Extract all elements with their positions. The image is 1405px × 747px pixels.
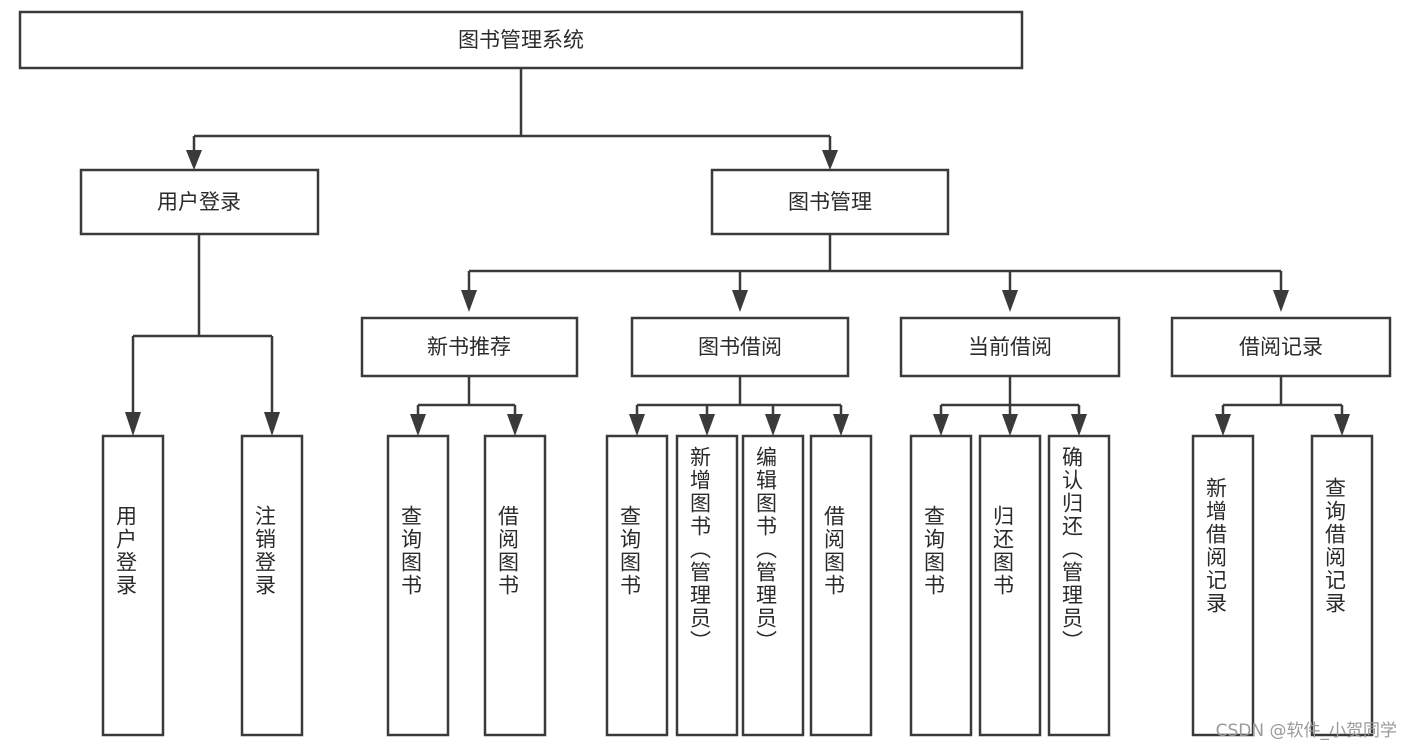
leaf-box-query-borrow-record[interactable] — [1310, 434, 1374, 737]
connectors-currentborrow-to-leaves — [933, 376, 1087, 436]
leaf-box-edit-book-admin[interactable] — [741, 434, 805, 737]
connectors-userlogin-to-leaves — [125, 234, 280, 436]
leaf-box-query-book-borrow[interactable] — [605, 434, 669, 737]
watermark-text: CSDN @软件_小贺同学 — [1215, 721, 1397, 741]
leaf-box-user-login[interactable] — [101, 434, 165, 737]
leaf-box-logout[interactable] — [240, 434, 304, 737]
node-current-borrow-label: 当前借阅 — [968, 335, 1052, 359]
leaf-box-borrow-book-recommend[interactable] — [483, 434, 547, 737]
leaf-box-confirm-return-admin[interactable] — [1047, 434, 1111, 737]
connectors-newbook-to-leaves — [410, 376, 523, 436]
leaf-box-add-book-admin[interactable] — [675, 434, 739, 737]
node-current-borrow[interactable]: 当前借阅 — [899, 316, 1121, 378]
node-root[interactable]: 图书管理系统 — [18, 10, 1024, 70]
leaf-box-add-borrow-record[interactable] — [1191, 434, 1255, 737]
node-user-login-label: 用户登录 — [157, 190, 241, 214]
leaf-box-query-book-recommend[interactable] — [386, 434, 450, 737]
node-user-login[interactable]: 用户登录 — [79, 168, 320, 236]
leaf-box-borrow-book[interactable] — [809, 434, 873, 737]
leaf-box-query-book-current[interactable] — [909, 434, 973, 737]
node-borrow-record[interactable]: 借阅记录 — [1170, 316, 1392, 378]
node-borrow-record-label: 借阅记录 — [1239, 335, 1323, 359]
connectors-root-to-level2 — [186, 68, 838, 170]
node-book-management-label: 图书管理 — [788, 190, 872, 214]
connectors-borrowrecord-to-leaves — [1215, 376, 1350, 436]
node-book-borrow[interactable]: 图书借阅 — [630, 316, 850, 378]
node-book-management[interactable]: 图书管理 — [710, 168, 950, 236]
node-root-label: 图书管理系统 — [458, 28, 584, 52]
node-book-borrow-label: 图书借阅 — [698, 335, 782, 359]
leaf-box-return-book[interactable] — [978, 434, 1042, 737]
connectors-bookborrow-to-leaves — [629, 376, 849, 436]
connectors-bookmgmt-to-level3 — [461, 234, 1289, 312]
node-new-book-recommend-label: 新书推荐 — [427, 335, 511, 359]
leaf-boxes — [101, 434, 1374, 737]
node-new-book-recommend[interactable]: 新书推荐 — [360, 316, 579, 378]
